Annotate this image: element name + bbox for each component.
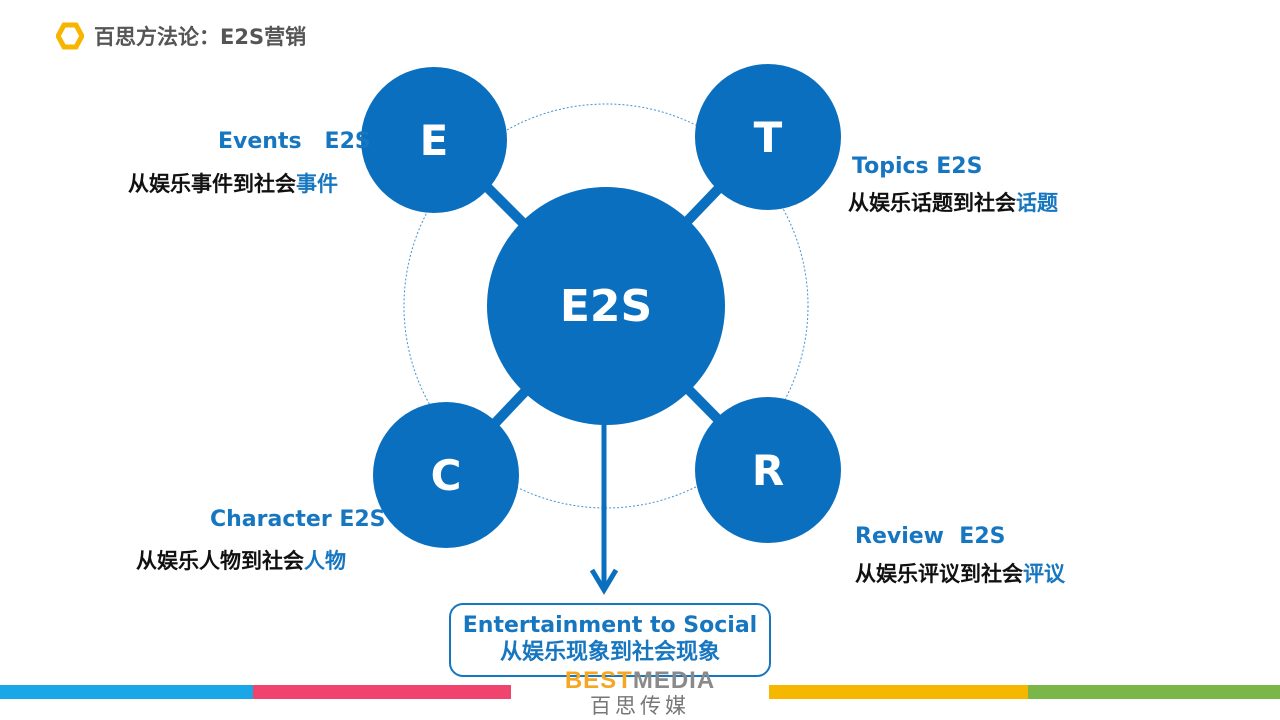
bestmedia-logo: BESTMEDIA 百思传媒	[540, 668, 740, 720]
node-e-circle: E	[361, 67, 507, 213]
node-t-letter: T	[753, 112, 783, 162]
node-r-circle: R	[695, 397, 841, 543]
node-c-en-label: Character E2S	[210, 507, 386, 532]
node-r-letter: R	[751, 445, 785, 495]
node-c-zh-label: 从娱乐人物到社会人物	[136, 549, 346, 573]
hexagon-icon	[56, 22, 84, 50]
node-e-en-label: Events E2S	[218, 129, 371, 154]
center-e2s-circle: E2S	[487, 187, 725, 425]
node-e-letter: E	[419, 115, 449, 165]
page-title: 百思方法论：E2S营销	[94, 25, 307, 49]
page-header: 百思方法论：E2S营销	[56, 20, 306, 52]
footer-bar-yellow	[769, 685, 1028, 699]
result-en-label: Entertainment to Social	[462, 613, 758, 638]
node-c-letter: C	[430, 450, 462, 500]
node-r-zh-label: 从娱乐评议到社会评议	[855, 562, 1065, 586]
node-e-zh-label: 从娱乐事件到社会事件	[128, 172, 338, 196]
logo-zh-text: 百思传媒	[590, 694, 690, 718]
result-box: Entertainment to Social 从娱乐现象到社会现象	[449, 603, 771, 677]
footer-bar-pink	[253, 685, 511, 699]
node-c-circle: C	[373, 402, 519, 548]
down-arrow-head	[589, 568, 619, 595]
node-t-circle: T	[695, 64, 841, 210]
footer-bar-blue	[0, 685, 253, 699]
node-t-zh-label: 从娱乐话题到社会话题	[848, 191, 1058, 215]
footer-bar-green	[1028, 685, 1280, 699]
node-t-en-label: Topics E2S	[852, 154, 983, 179]
logo-best-text: BEST	[564, 667, 633, 694]
node-r-en-label: Review E2S	[855, 524, 1006, 549]
result-zh-label: 从娱乐现象到社会现象	[499, 640, 720, 665]
center-e2s-label: E2S	[559, 280, 653, 332]
logo-media-text: MEDIA	[632, 667, 716, 694]
